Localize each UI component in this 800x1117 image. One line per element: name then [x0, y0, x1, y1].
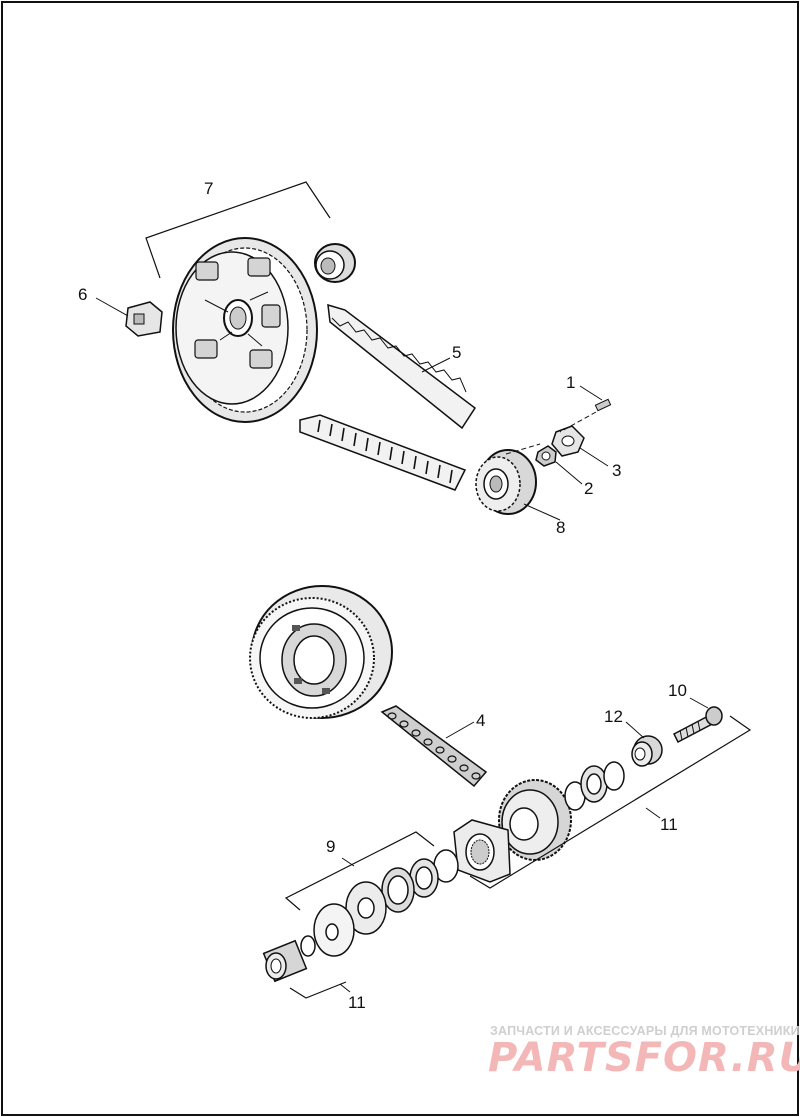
insert-part-6 — [125, 301, 163, 337]
engine-sprocket — [498, 779, 572, 861]
callout-6: 6 — [78, 285, 87, 304]
bracket-11-lower — [289, 981, 347, 999]
nut-part-2 — [535, 445, 557, 467]
watermark-subtitle: ЗАПЧАСТИ И АКСЕССУАРЫ ДЛЯ МОТОТЕХНИКИ — [490, 1024, 800, 1038]
rear-pulley-part-7 — [172, 237, 318, 423]
callout-7: 7 — [204, 179, 213, 198]
watermark-brand-logo: PARTSFOR.RU — [488, 1035, 800, 1081]
callout-3: 3 — [612, 461, 621, 480]
front-pulley-part-8 — [475, 449, 537, 515]
callout-2: 2 — [584, 479, 593, 498]
bracket-11-upper — [469, 715, 752, 889]
clutch-drum — [249, 585, 393, 719]
callout-5: 5 — [452, 343, 461, 362]
callout-9: 9 — [326, 837, 335, 856]
callout-11-lower: 11 — [348, 993, 366, 1012]
compensator-hub — [453, 819, 511, 883]
callout-1: 1 — [566, 373, 575, 392]
lockplate-part-3 — [551, 425, 585, 457]
sleeve-part-12 — [631, 735, 663, 767]
primary-chain-part-4 — [380, 705, 488, 788]
spring-washers-part-9 — [300, 849, 459, 957]
washer-stack-right — [564, 761, 625, 811]
callout-10: 10 — [668, 681, 687, 700]
bolt-part-10 — [673, 706, 723, 744]
callout-8: 8 — [556, 518, 565, 537]
bearing-part-7 — [314, 243, 356, 283]
splined-hub — [262, 939, 308, 983]
callout-11-upper: 11 — [660, 815, 678, 834]
callout-4: 4 — [476, 711, 485, 730]
bracket-7 — [145, 181, 331, 279]
bracket-9 — [284, 831, 435, 911]
belt-part-5 — [327, 303, 477, 430]
belt-lower-part-5 — [299, 414, 467, 491]
callout-12: 12 — [604, 707, 623, 726]
screw-part-1 — [559, 398, 612, 433]
